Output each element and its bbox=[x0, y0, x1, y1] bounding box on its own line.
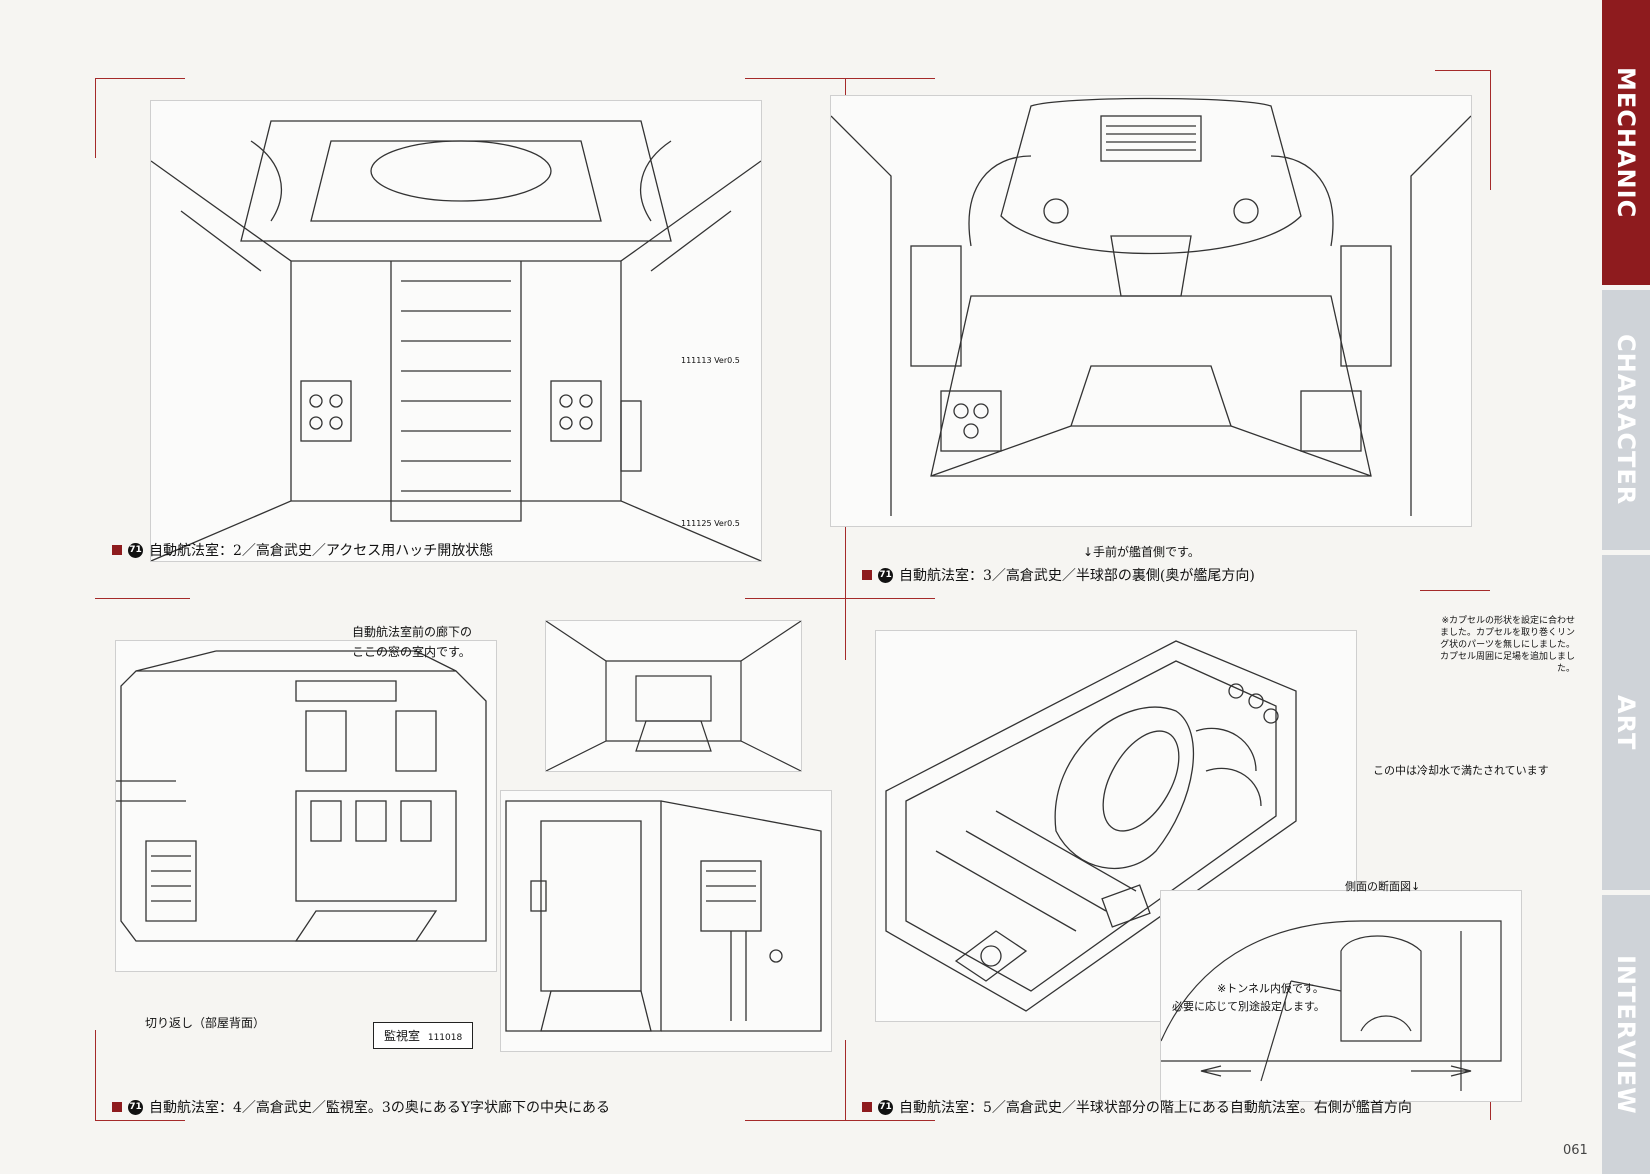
caption-square-icon bbox=[112, 1102, 122, 1112]
hemisphere-underside-sketch bbox=[831, 97, 1471, 516]
section-note: 側面の断面図↓ bbox=[1345, 880, 1421, 893]
caption-text: 自動航法室：4／高倉武史／監視室。3の奥にあるY字状廊下の中央にある bbox=[149, 1100, 611, 1116]
crop-mark bbox=[95, 598, 190, 599]
tab-label: CHARACTER bbox=[1612, 334, 1640, 506]
back-view-note: 切り返し（部屋背面） bbox=[145, 1016, 266, 1030]
crop-mark bbox=[845, 1040, 846, 1120]
tab-label: ART bbox=[1612, 694, 1640, 751]
crop-mark bbox=[95, 1030, 96, 1120]
drawing-panel-4-door bbox=[500, 790, 832, 1052]
corridor-stairs-sketch bbox=[151, 120, 761, 561]
capsule-note: ※カプセルの形状を設定に合わせました。カプセルを取り巻くリング状のパーツを無しに… bbox=[1440, 616, 1576, 674]
tunnel-note: ※トンネル内仮です。 必要に応じて別途設定します。 bbox=[1172, 980, 1325, 1016]
tab-character[interactable]: CHARACTER bbox=[1602, 290, 1650, 550]
tunnel-note-line: ※トンネル内仮です。 bbox=[1217, 982, 1324, 995]
crop-mark bbox=[745, 1120, 935, 1121]
crop-mark bbox=[845, 520, 846, 660]
caption-text: 自動航法室：3／高倉武史／半球部の裏側(奥が艦尾方向) bbox=[899, 568, 1255, 584]
figure-caption: 71 自動航法室：3／高倉武史／半球部の裏側(奥が艦尾方向) bbox=[862, 565, 1255, 585]
crop-mark bbox=[95, 1120, 185, 1121]
caption-square-icon bbox=[862, 1102, 872, 1112]
page-number: 061 bbox=[1563, 1143, 1588, 1158]
tab-label: INTERVIEW bbox=[1612, 954, 1640, 1115]
corridor-window-sketch bbox=[546, 621, 801, 771]
figure-caption: 71 自動航法室：4／高倉武史／監視室。3の奥にあるY字状廊下の中央にある bbox=[112, 1097, 610, 1117]
window-note-line: 自動航法室前の廊下の bbox=[352, 625, 473, 639]
crop-mark bbox=[745, 78, 935, 79]
room-label: 監視室 bbox=[384, 1029, 421, 1043]
caption-text: 自動航法室：2／高倉武史／アクセス用ハッチ開放状態 bbox=[149, 543, 494, 559]
figure-number-badge: 71 bbox=[878, 567, 893, 583]
tab-interview[interactable]: INTERVIEW bbox=[1602, 895, 1650, 1174]
drawing-panel-5-section bbox=[1160, 890, 1522, 1102]
crop-mark bbox=[95, 78, 185, 79]
side-section-sketch bbox=[1161, 920, 1502, 1091]
crop-mark bbox=[1490, 70, 1491, 190]
tab-mechanic[interactable]: MECHANIC bbox=[1602, 0, 1650, 285]
room-code: 111018 bbox=[427, 1033, 463, 1043]
window-note: 自動航法室前の廊下の ここの窓の室内です。 bbox=[352, 622, 472, 662]
drawing-panel-3 bbox=[830, 95, 1472, 527]
tab-label: MECHANIC bbox=[1612, 66, 1640, 219]
monitoring-room-label: 監視室 111018 bbox=[373, 1022, 474, 1049]
stamp-date: 111113 Ver0.5 bbox=[681, 356, 740, 365]
window-note-line: ここの窓の室内です。 bbox=[352, 645, 471, 659]
drawing-panel-4-corridor bbox=[545, 620, 802, 772]
figure-number-badge: 71 bbox=[128, 1099, 143, 1115]
crop-mark bbox=[745, 598, 935, 599]
crop-mark bbox=[1420, 590, 1490, 591]
caption-square-icon bbox=[862, 570, 872, 580]
stamp-date: 111125 Ver0.5 bbox=[681, 519, 740, 528]
figure-caption: 71 自動航法室：5／高倉武史／半球状部分の階上にある自動航法室。右側が艦首方向 bbox=[862, 1097, 1412, 1117]
autopilot-room-isometric-sketch bbox=[885, 640, 1297, 1012]
front-direction-note: ↓手前が艦首側です。 bbox=[1083, 545, 1200, 559]
drawing-panel-4 bbox=[115, 640, 497, 972]
section-index-tabs: MECHANIC CHARACTER ART INTERVIEW bbox=[1602, 0, 1650, 1174]
coolant-note: この中は冷却水で満たされています bbox=[1373, 764, 1549, 777]
monitoring-room-door-sketch bbox=[505, 800, 822, 1032]
caption-square-icon bbox=[112, 545, 122, 555]
figure-number-badge: 71 bbox=[128, 542, 143, 558]
tab-art[interactable]: ART bbox=[1602, 555, 1650, 890]
figure-caption: 71 自動航法室：2／高倉武史／アクセス用ハッチ開放状態 bbox=[112, 540, 493, 560]
crop-mark bbox=[1435, 70, 1490, 71]
tunnel-note-line: 必要に応じて別途設定します。 bbox=[1172, 1000, 1325, 1013]
crop-mark bbox=[95, 78, 96, 158]
drawing-panel-2: 111113 Ver0.5 111125 Ver0.5 bbox=[150, 100, 762, 562]
monitoring-room-back-sketch bbox=[116, 650, 487, 942]
caption-text: 自動航法室：5／高倉武史／半球状部分の階上にある自動航法室。右側が艦首方向 bbox=[899, 1100, 1412, 1116]
figure-number-badge: 71 bbox=[878, 1099, 893, 1115]
